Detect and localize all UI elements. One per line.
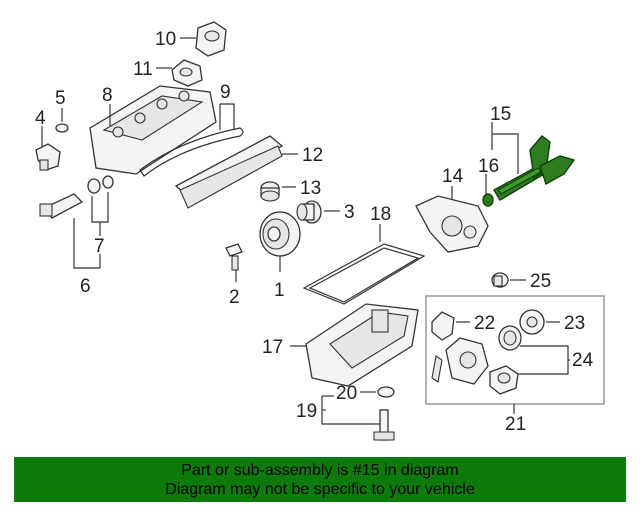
part-1-pulley[interactable] bbox=[259, 211, 301, 257]
part-9-gasket[interactable] bbox=[139, 127, 244, 177]
part-19-dipstick-tube[interactable] bbox=[373, 409, 395, 441]
callout-12: 12 bbox=[302, 145, 323, 166]
part-10-oil-cap[interactable] bbox=[195, 21, 227, 57]
banner-line-2: Diagram may not be specific to your vehi… bbox=[165, 481, 475, 498]
callout-16: 16 bbox=[478, 156, 499, 177]
part-24-seal-ring[interactable] bbox=[498, 325, 522, 351]
parts-diagram: 10 11 9 8 12 13 5 bbox=[35, 21, 605, 441]
part-3-plug[interactable] bbox=[296, 200, 322, 224]
callout-11: 11 bbox=[133, 59, 153, 80]
part-23-gear[interactable] bbox=[519, 309, 545, 335]
callout-25: 25 bbox=[530, 271, 551, 292]
callout-24: 24 bbox=[572, 350, 594, 371]
callout-2: 2 bbox=[229, 287, 240, 308]
part-4-sensor[interactable] bbox=[35, 143, 61, 171]
part-12-cover-strip[interactable] bbox=[174, 135, 284, 209]
callout-23: 23 bbox=[564, 313, 585, 334]
callout-13: 13 bbox=[300, 178, 321, 199]
callout-9: 9 bbox=[220, 82, 231, 103]
callout-19: 19 bbox=[296, 401, 317, 422]
part-18-pan-gasket[interactable] bbox=[302, 243, 426, 305]
banner-line-1: Part or sub-assembly is #15 in diagram bbox=[181, 462, 459, 479]
callout-6: 6 bbox=[80, 276, 91, 297]
callout-7: 7 bbox=[94, 236, 105, 257]
part-2-bolt[interactable] bbox=[225, 243, 243, 271]
part-24-filter[interactable] bbox=[489, 365, 519, 395]
part-22-housing[interactable] bbox=[431, 311, 455, 341]
part-14-oil-pump[interactable] bbox=[415, 195, 489, 253]
part-6-sensor[interactable] bbox=[39, 193, 84, 219]
callout-3: 3 bbox=[344, 202, 355, 223]
callout-15: 15 bbox=[490, 104, 511, 125]
callout-17: 17 bbox=[262, 337, 283, 358]
part-17-oil-pan[interactable] bbox=[305, 303, 419, 387]
part-25-sensor[interactable] bbox=[491, 272, 509, 288]
callout-14: 14 bbox=[442, 166, 464, 187]
info-banner: Part or sub-assembly is #15 in diagram D… bbox=[14, 457, 626, 502]
callout-4: 4 bbox=[35, 108, 46, 129]
sub-assembly-box-21 bbox=[425, 295, 605, 405]
part-5-oring[interactable] bbox=[55, 123, 69, 133]
part-filter-housing[interactable] bbox=[431, 337, 489, 385]
callout-20: 20 bbox=[336, 383, 357, 404]
callout-21: 21 bbox=[505, 414, 526, 435]
part-16-oring[interactable] bbox=[482, 193, 494, 207]
part-7-seals[interactable] bbox=[87, 175, 114, 194]
part-8-valve-cover[interactable] bbox=[89, 85, 217, 175]
part-20-oring[interactable] bbox=[377, 386, 395, 398]
callout-10: 10 bbox=[155, 29, 176, 50]
callout-1: 1 bbox=[274, 280, 285, 301]
callout-8: 8 bbox=[102, 85, 113, 106]
part-11-seal[interactable] bbox=[171, 59, 203, 87]
callout-22: 22 bbox=[474, 313, 495, 334]
part-13-cap[interactable] bbox=[260, 181, 280, 202]
callout-5: 5 bbox=[55, 88, 66, 109]
callout-18: 18 bbox=[370, 204, 391, 225]
part-15-oil-pickup-tube[interactable] bbox=[493, 135, 576, 201]
